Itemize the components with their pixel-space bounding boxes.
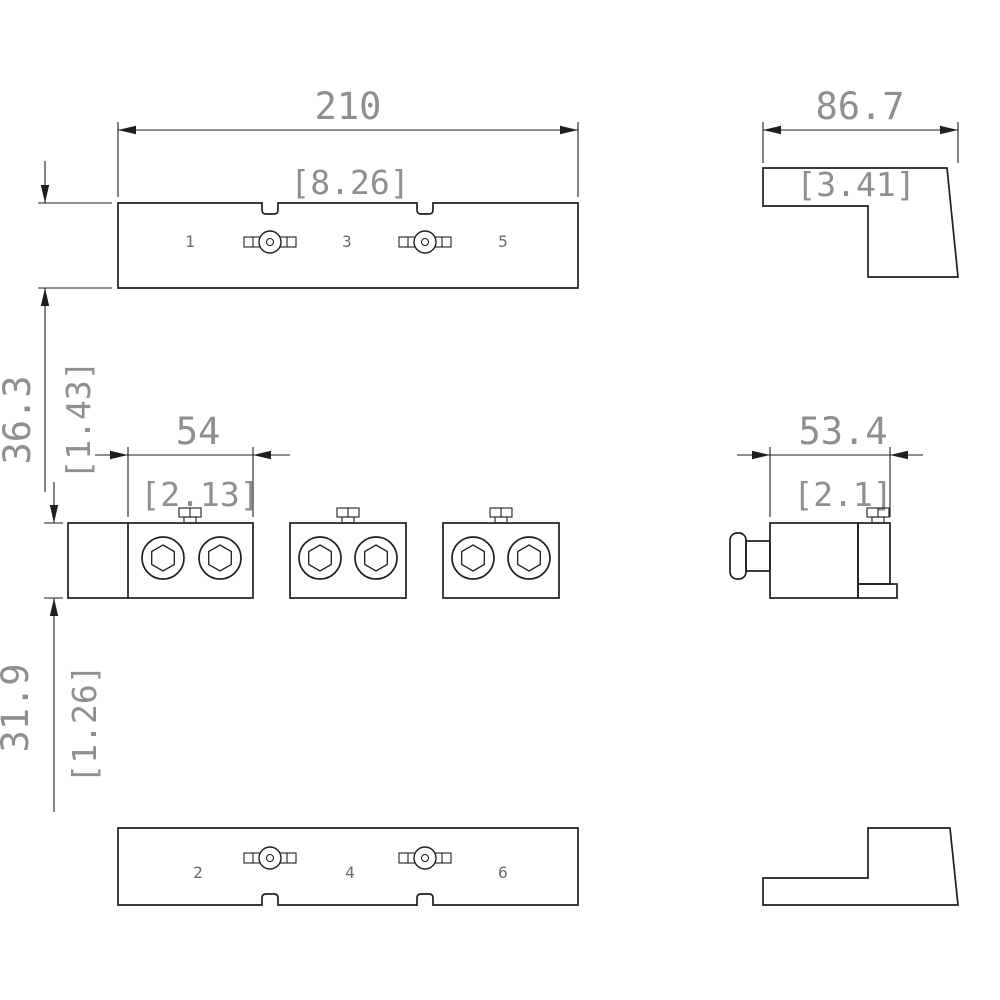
terminal-block [67, 507, 254, 599]
terminal-number: 2 [193, 863, 203, 882]
block-side-width-dim-text: 53.4 [798, 410, 887, 453]
hex-socket-screw-symbol [141, 536, 185, 580]
arrowhead [49, 598, 59, 616]
clamp-screw-side-symbol [336, 507, 360, 524]
bar-height-dim-text: 36.3 [0, 375, 39, 464]
bar-bottom-outline [117, 827, 579, 906]
bar-side-view-bottom [762, 827, 959, 906]
terminal-screw-symbol [243, 230, 297, 254]
screw-head [729, 532, 747, 580]
bar-length-dimension: 210 [8.26] [117, 85, 579, 202]
arrowhead [890, 450, 908, 460]
block-side-foot [857, 583, 898, 599]
terminal-block [442, 507, 560, 599]
block-height-dim-inches-text: [1.26] [65, 664, 104, 783]
arrowhead [763, 125, 781, 135]
bar-top-view: 210 [8.26] 36.3 [1.43] 1 3 5 [0, 85, 579, 492]
bar-side-outline-bottom [762, 827, 959, 906]
terminal-blocks-front-view: 54 [2.13] 31.9 [1.26] [0, 410, 560, 812]
block-width-dimension: 54 [2.13] [95, 410, 290, 517]
terminal-number: 1 [185, 232, 195, 251]
terminal-number: 6 [498, 863, 508, 882]
arrowhead [49, 505, 59, 523]
bar-height-dimension: 36.3 [1.43] [0, 161, 112, 492]
terminal-number: 4 [345, 863, 355, 882]
hex-socket-screw-symbol [198, 536, 242, 580]
arrowhead [560, 125, 578, 135]
block-side-width-dimension: 53.4 [2.1] [737, 410, 923, 517]
block-height-dimension: 31.9 [1.26] [0, 482, 104, 812]
terminal-number: 5 [498, 232, 508, 251]
bar-bottom-view: 2 4 6 [117, 827, 579, 906]
block-height-dim-text: 31.9 [0, 663, 37, 752]
block-side-clamp [857, 522, 891, 585]
arrowhead [40, 185, 50, 203]
bar-side-width-dimension: 86.7 [3.41] [762, 85, 959, 204]
bar-height-dim-inches-text: [1.43] [59, 360, 98, 479]
arrowhead [940, 125, 958, 135]
hex-socket-screw-symbol [507, 536, 551, 580]
arrowhead [752, 450, 770, 460]
terminal-block [289, 507, 407, 599]
bar-side-view-top: 86.7 [3.41] [762, 85, 959, 278]
terminal-screw-symbol [243, 846, 297, 870]
hex-socket-screw-symbol [451, 536, 495, 580]
terminal-number: 3 [342, 232, 352, 251]
arrowhead [40, 288, 50, 306]
hex-socket-screw-symbol [298, 536, 342, 580]
bar-side-width-dim-text: 86.7 [815, 85, 904, 128]
bar-side-outline [762, 167, 959, 278]
hex-socket-screw-symbol [354, 536, 398, 580]
clamp-screw-side-symbol [489, 507, 513, 524]
terminal-screw-symbol [398, 230, 452, 254]
arrowhead [253, 450, 271, 460]
arrowhead [118, 125, 136, 135]
block-side-body [769, 522, 859, 599]
block-width-dim-text: 54 [176, 410, 221, 453]
bar-side-width-dim-inches-text: [3.41] [796, 165, 915, 204]
arrowhead [110, 450, 128, 460]
bar-length-dim-inches-text: [8.26] [290, 163, 409, 202]
terminal-screw-symbol [398, 846, 452, 870]
terminal-block-side-view: 53.4 [2.1] [729, 410, 923, 599]
screw-shank [745, 540, 771, 572]
bar-length-dim-text: 210 [315, 85, 382, 128]
bar-top-outline [117, 202, 579, 289]
